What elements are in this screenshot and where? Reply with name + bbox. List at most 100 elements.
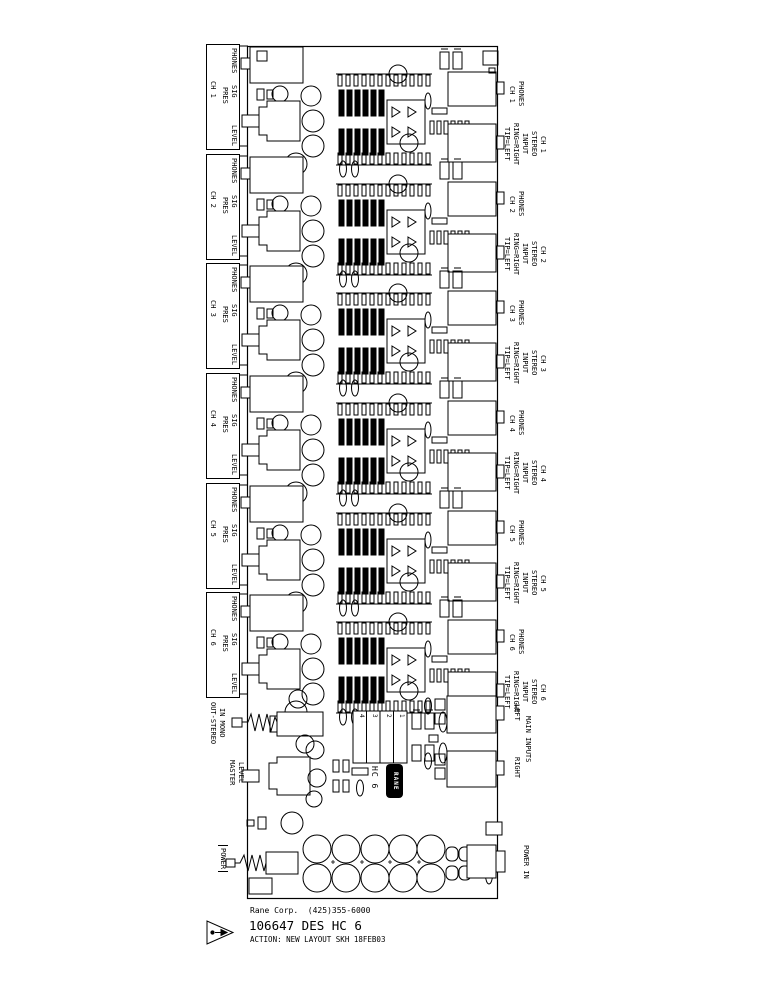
- phones-label: PHONES: [230, 267, 238, 293]
- channel-number-label: CH 1: [508, 85, 517, 103]
- rear-label-ch5-input: TIP=LEFT RING=RIGHT INPUT STEREO CH 5: [503, 558, 547, 608]
- rane-logo-text: RANE: [391, 771, 399, 791]
- stereo-label: STEREO: [530, 570, 539, 596]
- level-label: LEVEL: [230, 453, 238, 475]
- front-panel-box-ch4: CH 4 PRES PHONES SIG LEVEL: [206, 373, 240, 479]
- tick-mark: [218, 871, 228, 873]
- sig-label: SIG: [230, 414, 238, 427]
- level-label: LEVEL: [230, 563, 238, 585]
- phones-label: PHONES: [517, 629, 526, 655]
- sig-label: SIG: [230, 195, 238, 208]
- pres-label: PRES: [221, 306, 229, 323]
- phones-label: PHONES: [230, 487, 238, 513]
- stereo-label: STEREO: [530, 241, 539, 267]
- rear-label-ch3-input: TIP=LEFT RING=RIGHT INPUT STEREO CH 3: [503, 338, 547, 388]
- rear-label-ch2-phones: CH 2 PHONES: [508, 185, 525, 223]
- level-label: LEVEL: [230, 124, 238, 146]
- phones-label: PHONES: [230, 48, 238, 74]
- rear-label-ch6-input: TIP=LEFT RING=RIGHT INPUT STEREO CH 6: [503, 667, 547, 717]
- phones-label: PHONES: [517, 410, 526, 436]
- phones-label: PHONES: [517, 520, 526, 546]
- dip-number-4: 4: [357, 714, 365, 718]
- pres-label: PRES: [221, 416, 229, 433]
- input-label: INPUT: [521, 572, 530, 594]
- channel-number-label: CH 6: [209, 629, 218, 646]
- tip-left-label: TIP=LEFT: [503, 675, 512, 709]
- channel-number-label: CH 5: [508, 524, 517, 542]
- level-label: LEVEL: [230, 234, 238, 256]
- master-level-label: MASTER LEVEL: [228, 753, 245, 793]
- front-panel-box-ch1: CH 1 PRES PHONES SIG LEVEL: [206, 44, 240, 150]
- sig-label: SIG: [230, 304, 238, 317]
- power-in-label: POWER IN: [522, 845, 531, 879]
- channel-number-label: CH 3: [508, 304, 517, 322]
- tip-left-label: TIP=LEFT: [503, 346, 512, 380]
- tip-left-label: TIP=LEFT: [503, 237, 512, 271]
- rear-label-ch3-phones: CH 3 PHONES: [508, 294, 525, 332]
- dip-number-1: 1: [397, 714, 405, 718]
- titleblock-action-note: ACTION: NEW LAYOUT SKH 18FEB03: [250, 935, 386, 944]
- pres-label: PRES: [221, 635, 229, 652]
- channel-number-label: CH 5: [209, 520, 218, 537]
- ring-right-label: RING=RIGHT: [512, 341, 521, 385]
- power-label-group: POWER: [216, 845, 230, 873]
- master-and-power-section: [225, 50, 506, 895]
- ring-right-label: RING=RIGHT: [512, 122, 521, 166]
- tip-left-label: TIP=LEFT: [503, 566, 512, 600]
- sig-label: SIG: [230, 524, 238, 537]
- channel-number-label: CH 4: [209, 410, 218, 427]
- rear-label-ch1-input: TIP=LEFT RING=RIGHT INPUT STEREO CH 1: [503, 119, 547, 169]
- master-label: MASTER: [228, 760, 237, 786]
- front-panel-box-ch2: CH 2 PRES PHONES SIG LEVEL: [206, 154, 240, 260]
- rear-label-ch5-phones: CH 5 PHONES: [508, 514, 525, 552]
- tip-left-label: TIP=LEFT: [503, 127, 512, 161]
- dip-number-3: 3: [370, 714, 378, 718]
- channel-number-label: CH 2: [209, 191, 218, 208]
- channel-number-label: CH 2: [508, 195, 517, 213]
- main-input-left-label: LEFT: [513, 704, 522, 721]
- front-panel-box-ch5: CH 5 PRES PHONES SIG LEVEL: [206, 483, 240, 589]
- titleblock-company-phone: Rane Corp. (425)355-6000: [250, 906, 371, 915]
- out-stereo-label: OUT-STEREO: [209, 701, 218, 745]
- input-label: INPUT: [521, 133, 530, 155]
- rear-label-ch4-phones: CH 4 PHONES: [508, 404, 525, 442]
- input-label: INPUT: [521, 243, 530, 265]
- sig-label: SIG: [230, 85, 238, 98]
- front-panel-box-ch3: CH 3 PRES PHONES SIG LEVEL: [206, 263, 240, 369]
- pres-label: PRES: [221, 87, 229, 104]
- dip-number-2: 2: [384, 714, 392, 718]
- channel-number-label: CH 1: [209, 81, 218, 98]
- tick-mark: [218, 845, 228, 846]
- phones-label: PHONES: [230, 158, 238, 184]
- ring-right-label: RING=RIGHT: [512, 670, 521, 714]
- rane-logo-badge: RANE: [386, 764, 403, 798]
- phones-label: PHONES: [517, 191, 526, 217]
- channel-number-label: CH 5: [539, 574, 548, 592]
- channel-number-label: CH 6: [539, 683, 548, 701]
- pres-label: PRES: [221, 197, 229, 214]
- in-mono-label: IN MONO: [218, 708, 227, 738]
- front-panel-box-ch6: CH 6 PRES PHONES SIG LEVEL: [206, 592, 240, 698]
- input-label: INPUT: [521, 462, 530, 484]
- stereo-label: STEREO: [530, 350, 539, 376]
- sig-label: SIG: [230, 633, 238, 646]
- phones-label: PHONES: [230, 596, 238, 622]
- tip-left-label: TIP=LEFT: [503, 456, 512, 490]
- model-silkscreen: HC 6: [370, 766, 380, 790]
- stereo-label: STEREO: [530, 131, 539, 157]
- rear-label-ch4-input: TIP=LEFT RING=RIGHT INPUT STEREO CH 4: [503, 448, 547, 498]
- rear-label-ch2-input: TIP=LEFT RING=RIGHT INPUT STEREO CH 2: [503, 229, 547, 279]
- rear-label-ch1-phones: CH 1 PHONES: [508, 75, 525, 113]
- input-label: INPUT: [521, 352, 530, 374]
- channel-number-label: CH 4: [539, 464, 548, 482]
- phones-label: PHONES: [517, 81, 526, 107]
- channel-number-label: CH 1: [539, 135, 548, 153]
- level-label: LEVEL: [230, 343, 238, 365]
- level-label: LEVEL: [237, 762, 246, 784]
- input-label: INPUT: [521, 681, 530, 703]
- main-inputs-label: MAIN INPUTS: [524, 716, 533, 763]
- level-label: LEVEL: [230, 672, 238, 694]
- mono-switch-label: OUT-STEREO IN MONO: [209, 697, 226, 749]
